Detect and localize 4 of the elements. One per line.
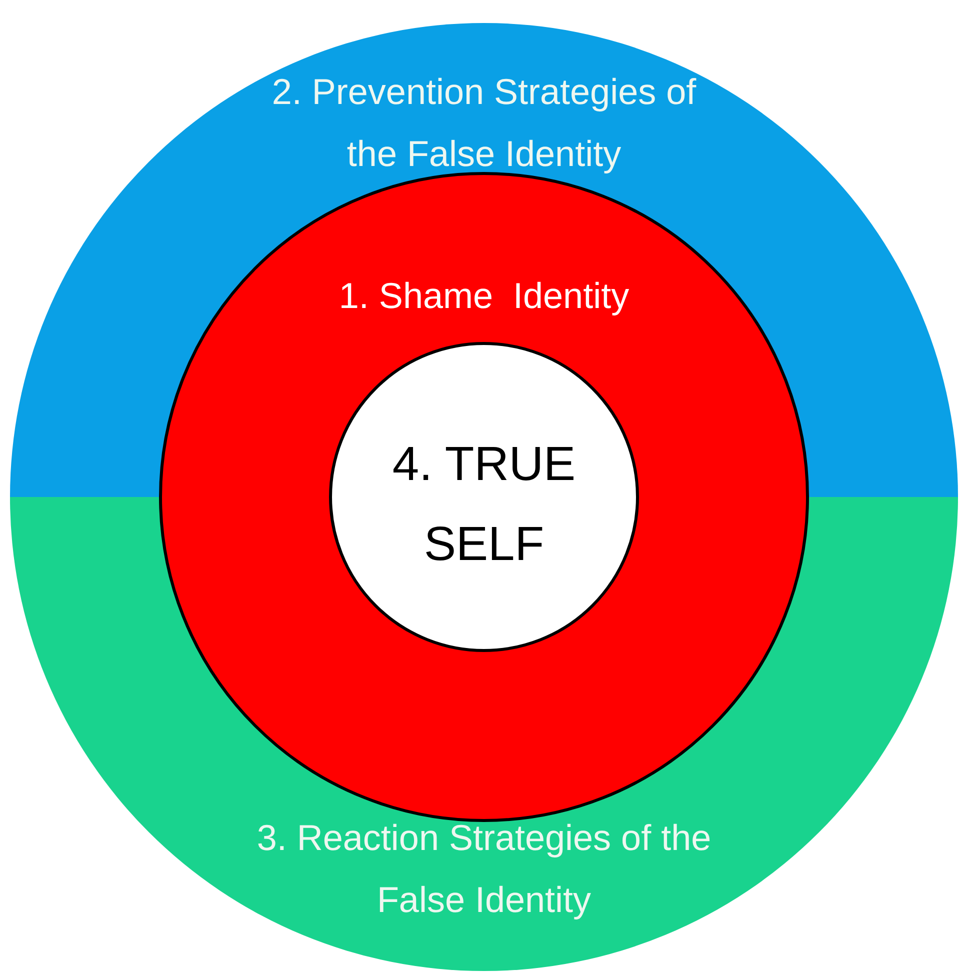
center-label: 4. TRUE SELF <box>391 437 577 573</box>
ring-label: 1. Shame Identity <box>338 274 630 318</box>
segment-label: 2. Prevention Strategies of the False Identity <box>270 70 698 176</box>
segment-label: 3. Reaction Strategies of the False Identity <box>256 816 712 922</box>
